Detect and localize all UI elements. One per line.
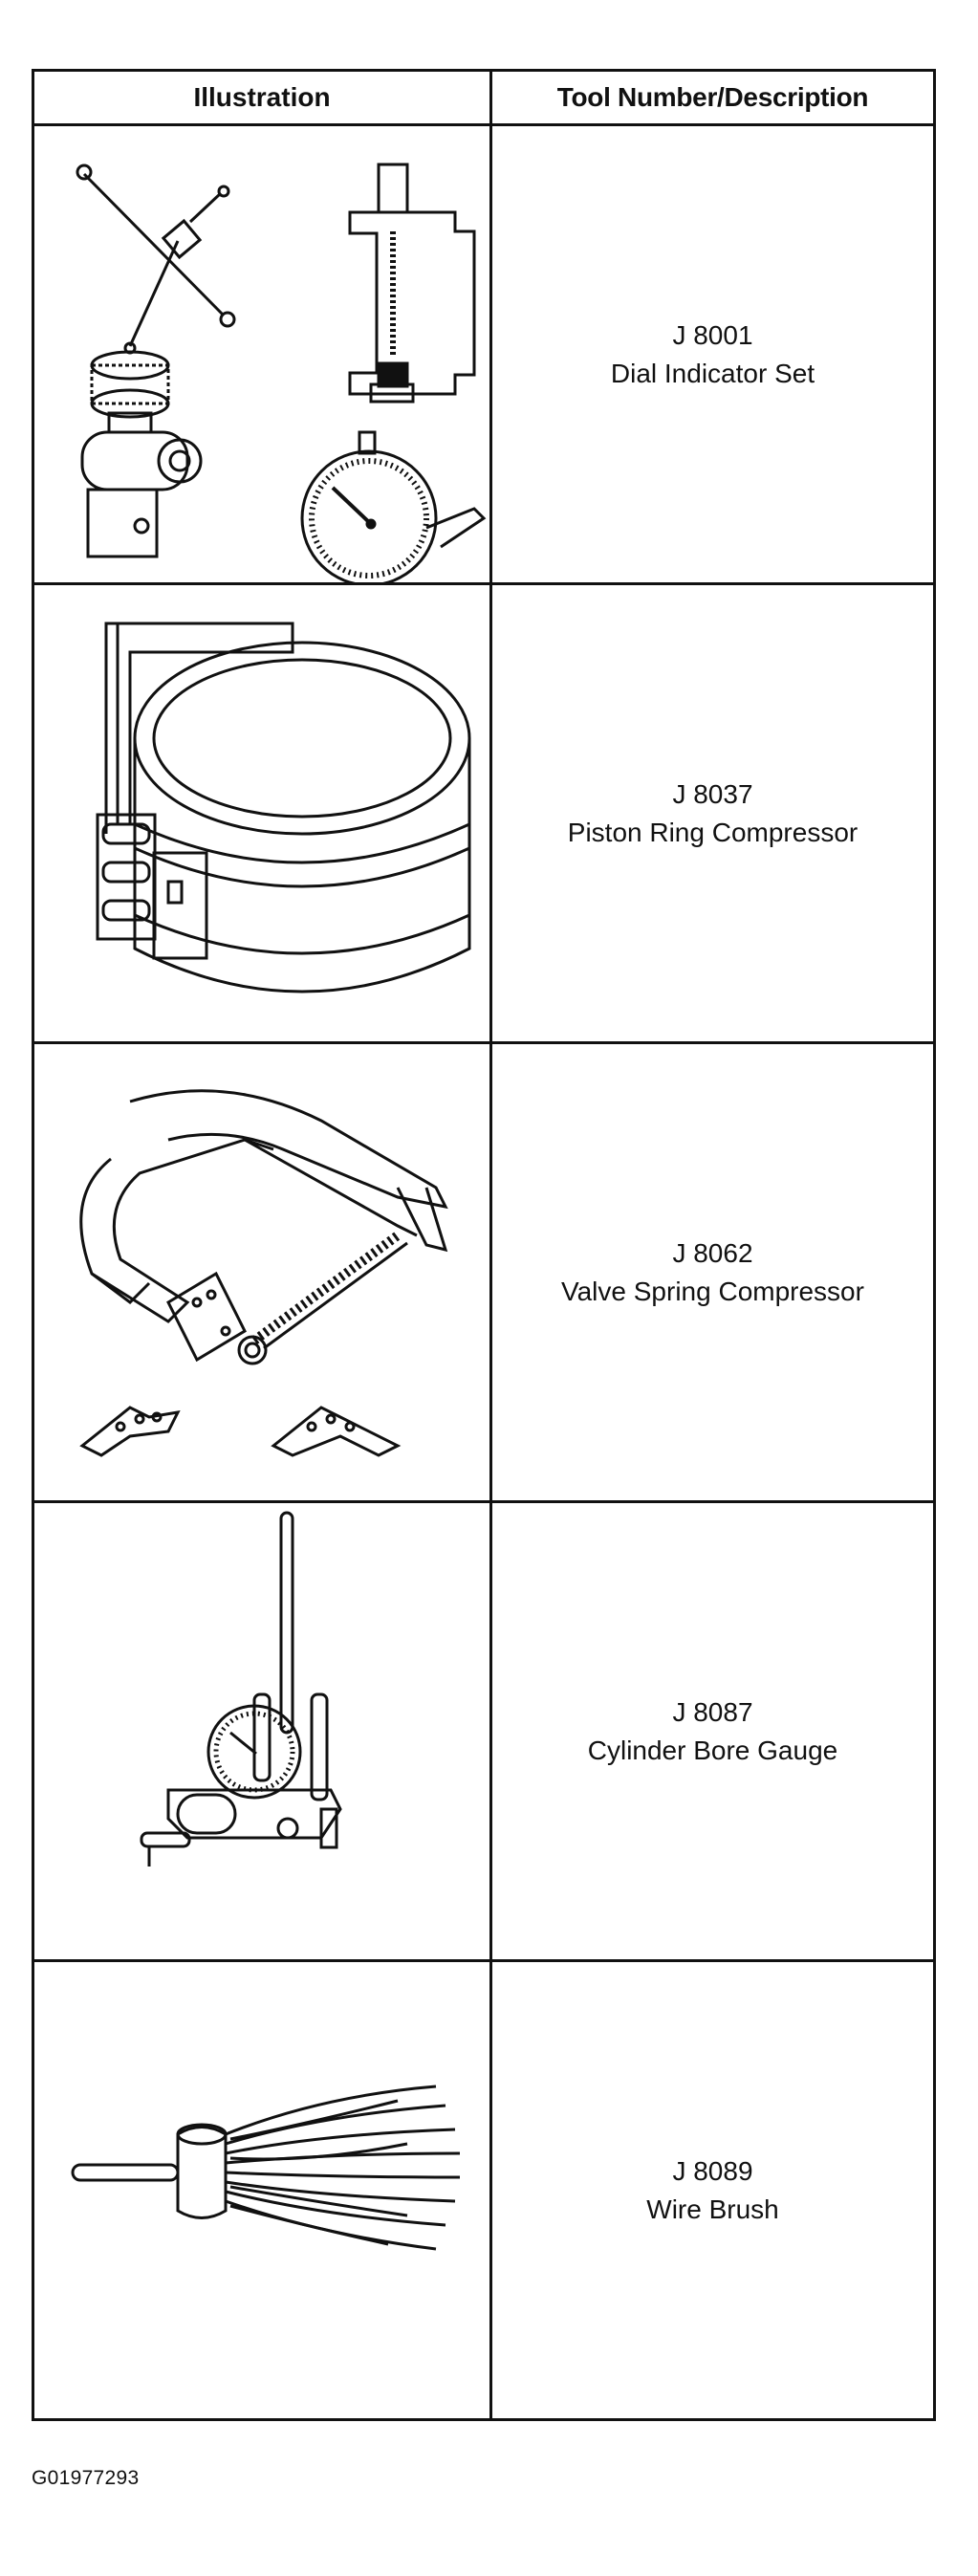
wire-brush-icon: [34, 1962, 489, 2418]
header-tool-number-description: Tool Number/Description: [556, 82, 869, 112]
tool-description: Cylinder Bore Gauge: [587, 1735, 838, 1765]
header-illustration: Illustration: [193, 82, 331, 112]
column-divider: [489, 72, 492, 2418]
tool-description-cell: J 8089 Wire Brush: [492, 1962, 933, 2418]
table-row: J 8001 Dial Indicator Set: [34, 126, 933, 585]
piston-ring-compressor-icon: [34, 585, 489, 1041]
table-row: J 8089 Wire Brush: [34, 1962, 933, 2418]
tool-description: Valve Spring Compressor: [561, 1276, 864, 1306]
valve-spring-compressor-icon: [34, 1044, 489, 1500]
tool-description: Dial Indicator Set: [610, 358, 815, 388]
tool-number: J 8089: [672, 2155, 753, 2186]
tool-number: J 8087: [672, 1696, 753, 1727]
dial-indicator-set-icon: [34, 126, 489, 582]
tool-description: Wire Brush: [646, 2194, 779, 2224]
table-row: J 8037 Piston Ring Compressor: [34, 585, 933, 1044]
tool-description: Piston Ring Compressor: [567, 817, 858, 847]
tool-description-cell: J 8037 Piston Ring Compressor: [492, 585, 933, 1041]
tool-description-cell: J 8062 Valve Spring Compressor: [492, 1044, 933, 1500]
table-row: J 8062 Valve Spring Compressor: [34, 1044, 933, 1503]
tool-number: J 8001: [672, 319, 753, 350]
table-header: Illustration Tool Number/Description: [34, 72, 933, 126]
tool-number: J 8062: [672, 1237, 753, 1268]
tool-number: J 8037: [672, 778, 753, 809]
tool-description-cell: J 8087 Cylinder Bore Gauge: [492, 1503, 933, 1959]
cylinder-bore-gauge-icon: [34, 1503, 489, 1959]
table-row: J 8087 Cylinder Bore Gauge: [34, 1503, 933, 1962]
tool-description-cell: J 8001 Dial Indicator Set: [492, 126, 933, 582]
figure-reference-id: G01977293: [32, 2467, 140, 2489]
tool-table: Illustration Tool Number/Description: [32, 69, 936, 2421]
